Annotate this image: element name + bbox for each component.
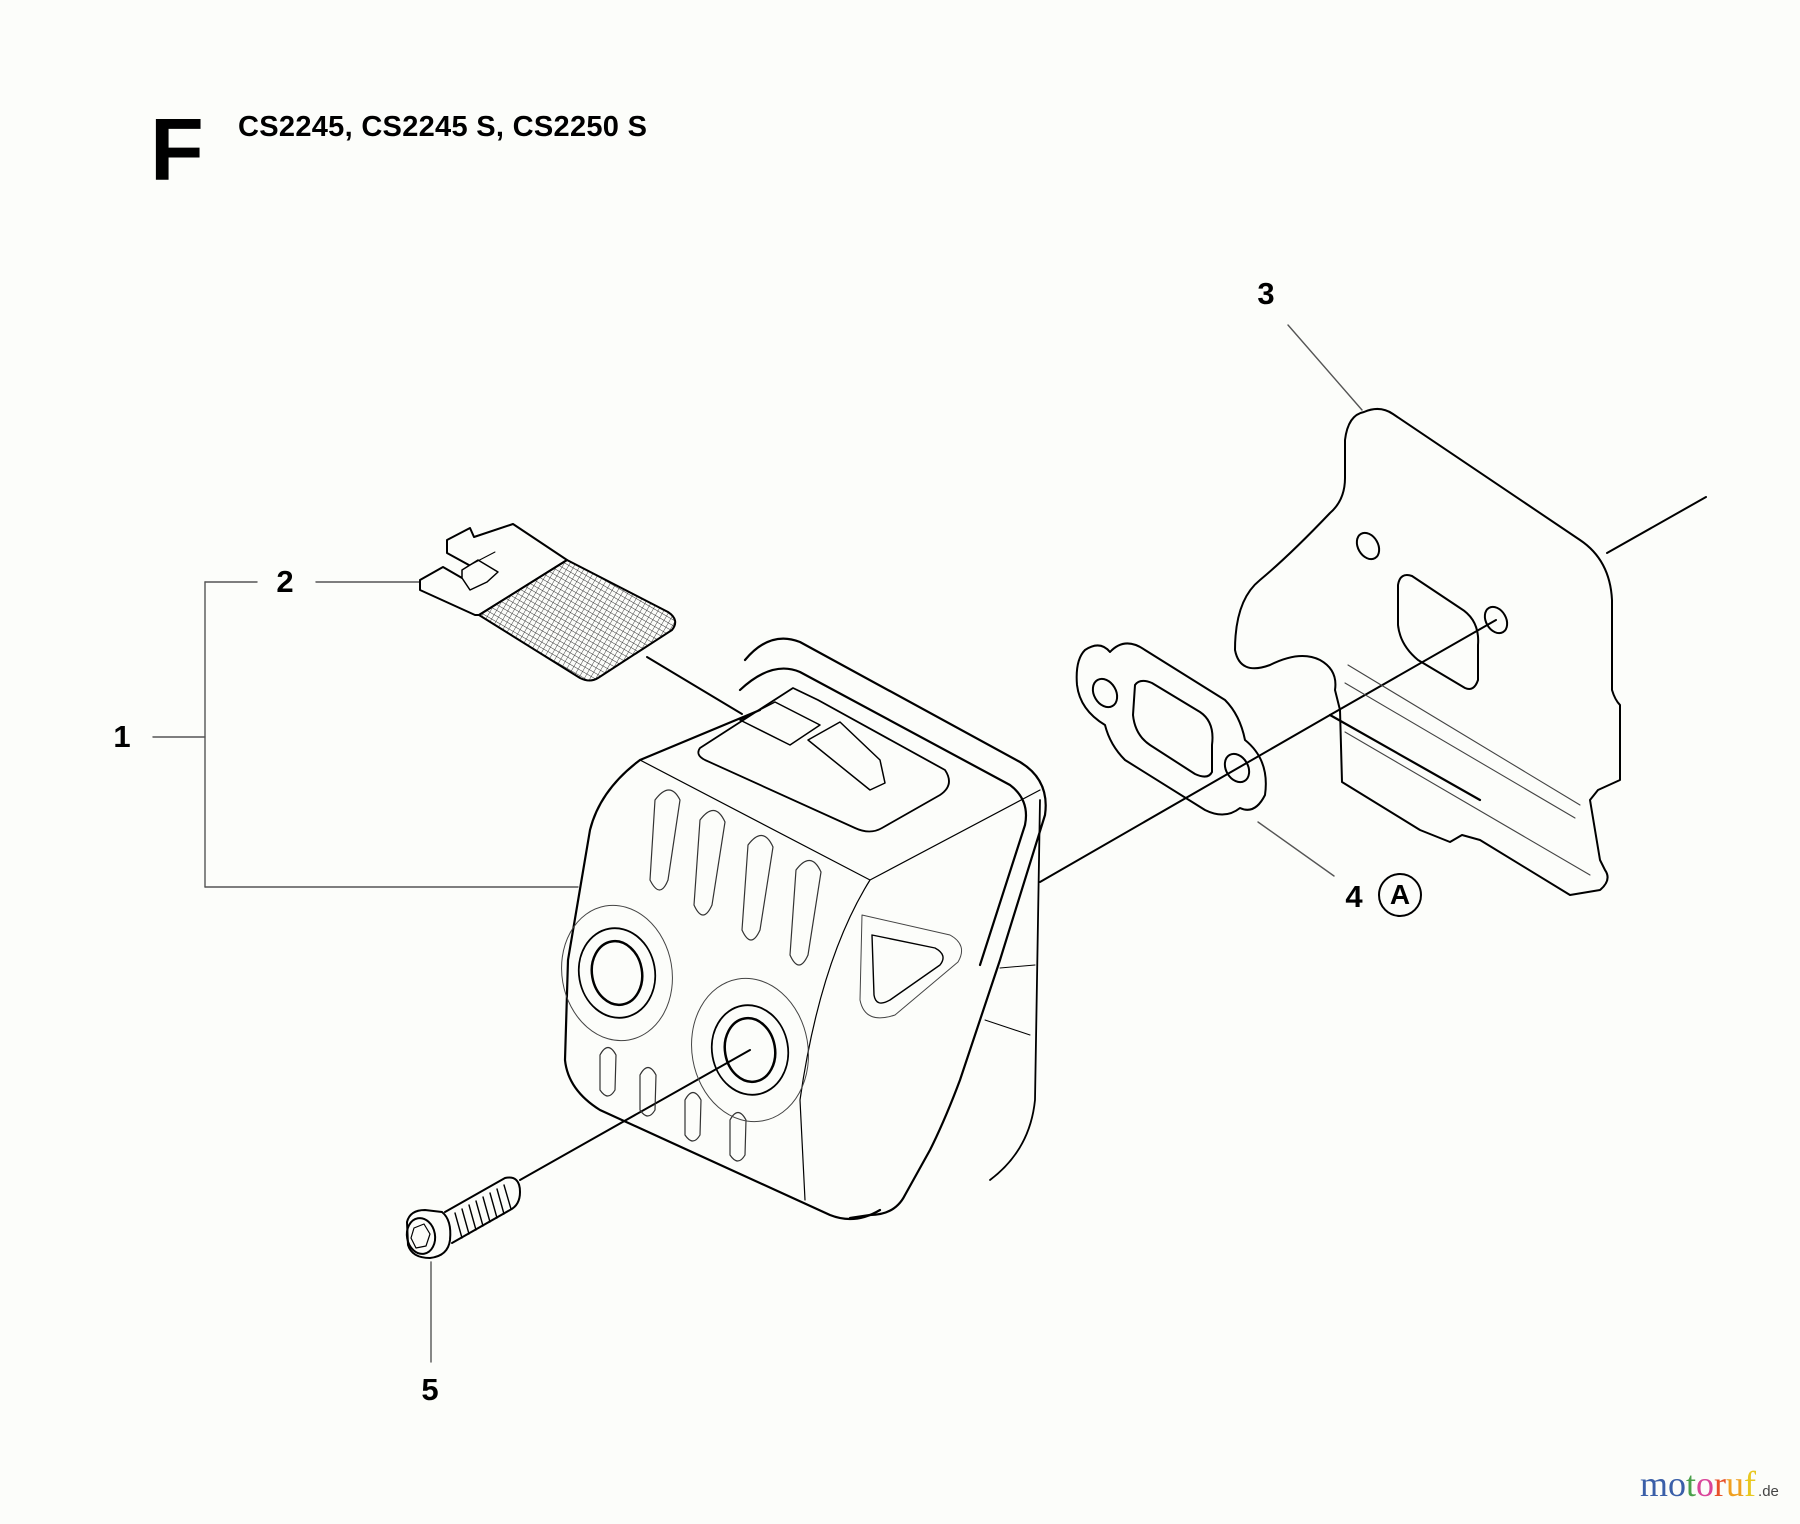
callout-2: 2 xyxy=(276,564,294,599)
assembly-axis xyxy=(519,496,1707,1181)
watermark-letter: o xyxy=(1668,1464,1687,1504)
watermark-logo: motoruf.de xyxy=(1640,1464,1779,1512)
model-list: CS2245, CS2245 S, CS2250 S xyxy=(238,111,648,143)
callout-4: 4 xyxy=(1345,879,1363,914)
watermark-letter: f xyxy=(1744,1464,1757,1504)
watermark-letter: t xyxy=(1686,1464,1697,1504)
socket-head-screw xyxy=(405,1176,521,1259)
callout-3: 3 xyxy=(1257,276,1275,311)
watermark-letter: o xyxy=(1696,1464,1715,1504)
exhaust-boss-upper xyxy=(561,904,673,1042)
muffler-body xyxy=(561,637,1047,1221)
spark-arrestor-screen xyxy=(419,523,677,682)
watermark-letter: u xyxy=(1726,1464,1745,1504)
callout-5: 5 xyxy=(421,1372,439,1407)
section-letter: F xyxy=(150,100,204,199)
note-symbol-a: A xyxy=(1378,873,1422,917)
muffler-gasket xyxy=(1075,642,1267,816)
watermark-letter: m xyxy=(1640,1464,1669,1504)
watermark-letter: r xyxy=(1714,1464,1727,1504)
callout-leaders xyxy=(152,324,1363,1363)
exhaust-boss-lower xyxy=(691,977,809,1123)
heat-shield-plate xyxy=(1234,408,1621,896)
watermark-tld: .de xyxy=(1758,1483,1779,1500)
callout-1: 1 xyxy=(113,719,131,754)
